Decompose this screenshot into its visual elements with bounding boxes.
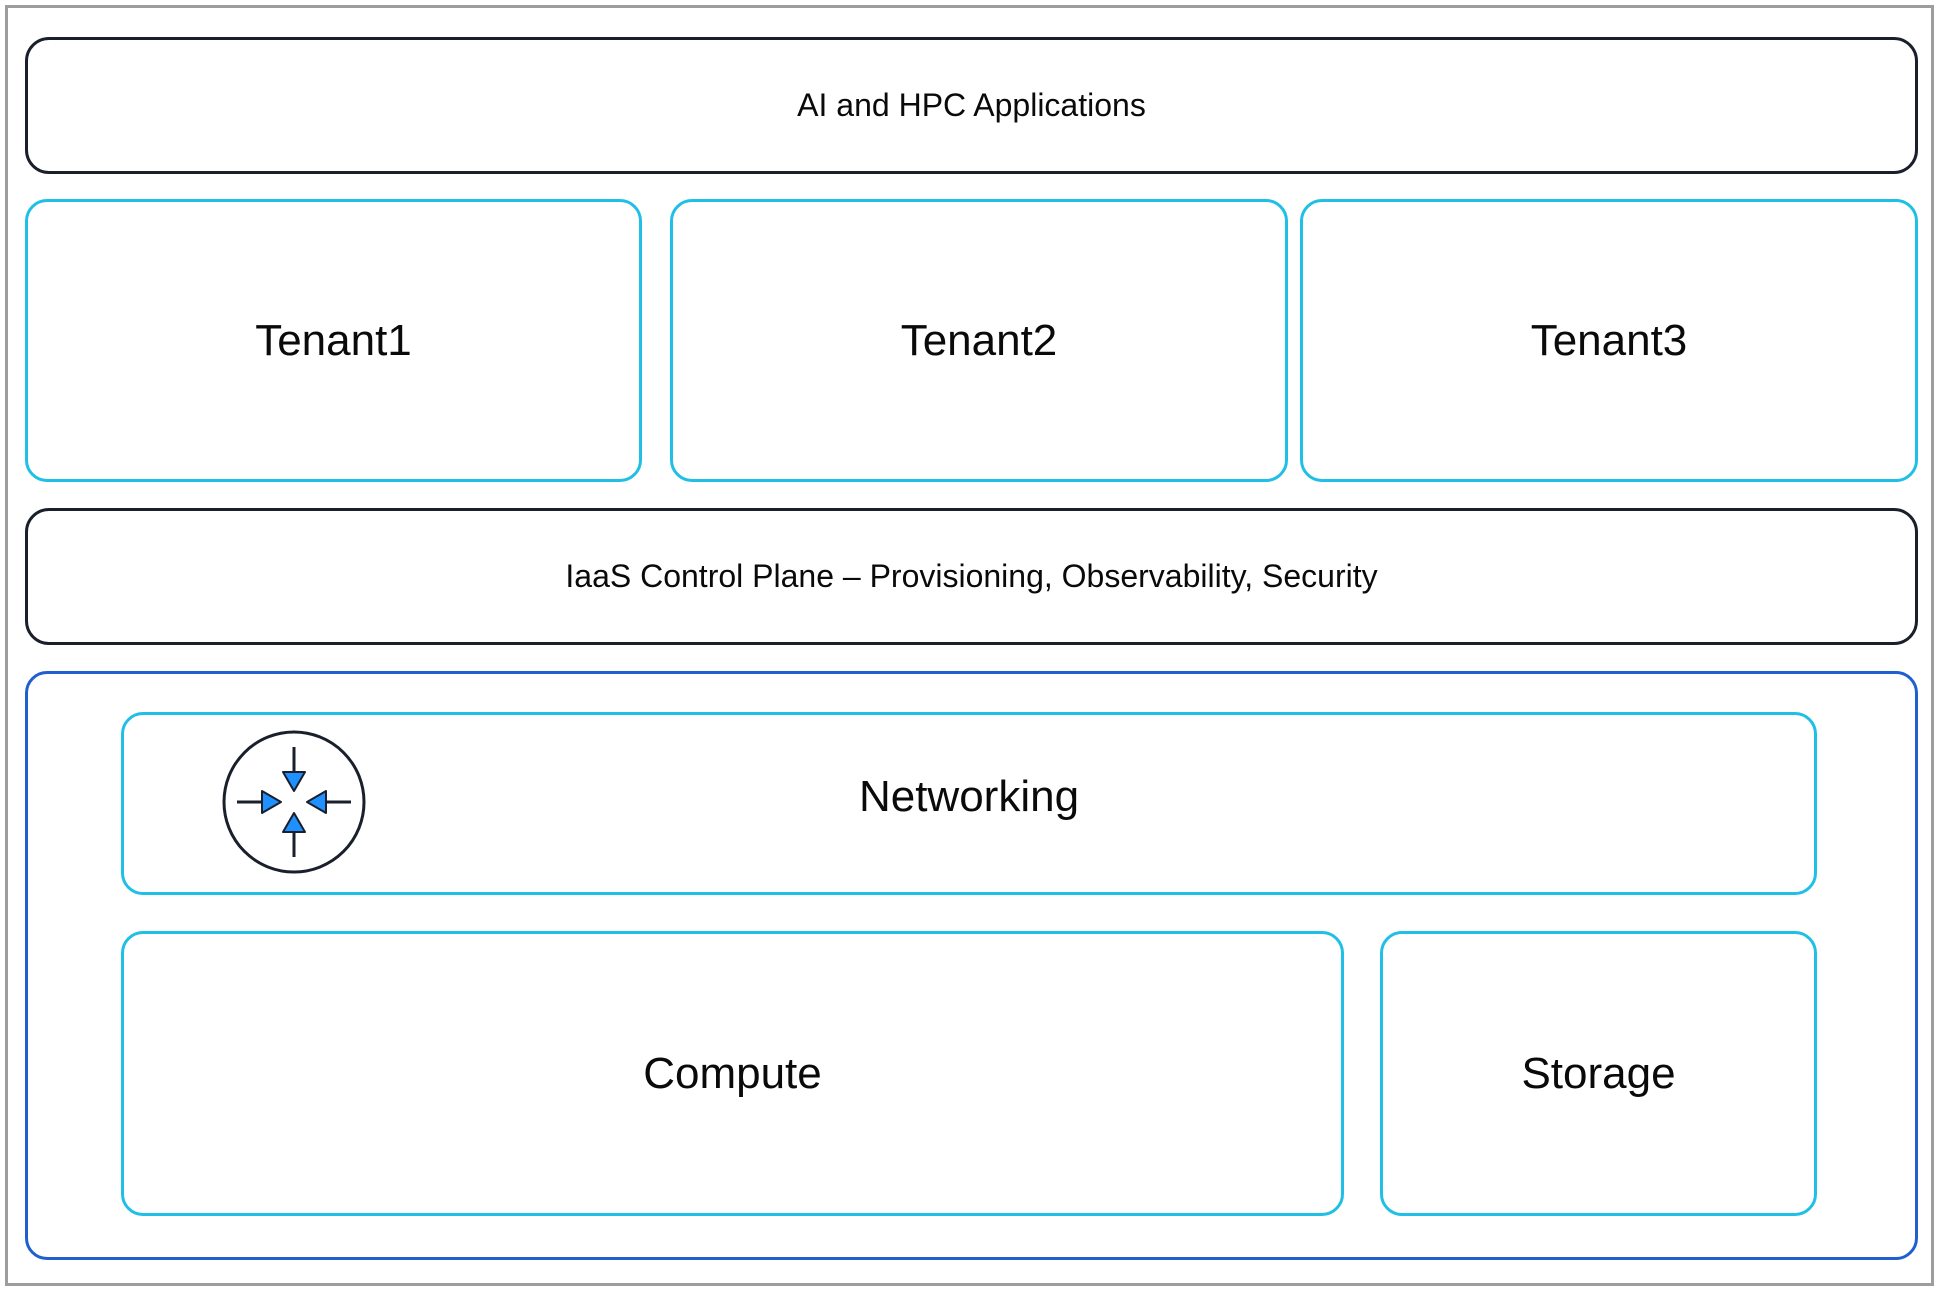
diagram-frame [5, 5, 1934, 1286]
control-plane-label: IaaS Control Plane – Provisioning, Obser… [565, 558, 1378, 594]
networking-label: Networking [858, 772, 1080, 821]
router-icon [222, 730, 366, 874]
control-plane-layer: IaaS Control Plane – Provisioning, Obser… [25, 508, 1918, 645]
tenant-1-box: Tenant1 [25, 199, 642, 482]
networking-box [121, 712, 1817, 895]
tenant-3-label: Tenant3 [1530, 315, 1688, 365]
compute-box: Compute [121, 931, 1344, 1216]
tenant-2-label: Tenant2 [900, 315, 1058, 365]
tenant-1-label: Tenant1 [255, 315, 412, 365]
compute-label: Compute [643, 1048, 822, 1098]
tenant-3-box: Tenant3 [1300, 199, 1918, 482]
infrastructure-layer [25, 671, 1918, 1260]
applications-layer: AI and HPC Applications [25, 37, 1918, 174]
storage-label: Storage [1521, 1048, 1676, 1098]
tenant-2-box: Tenant2 [670, 199, 1288, 482]
networking-label-wrap: Networking [121, 712, 1817, 882]
applications-label: AI and HPC Applications [797, 87, 1146, 123]
storage-box: Storage [1380, 931, 1817, 1216]
